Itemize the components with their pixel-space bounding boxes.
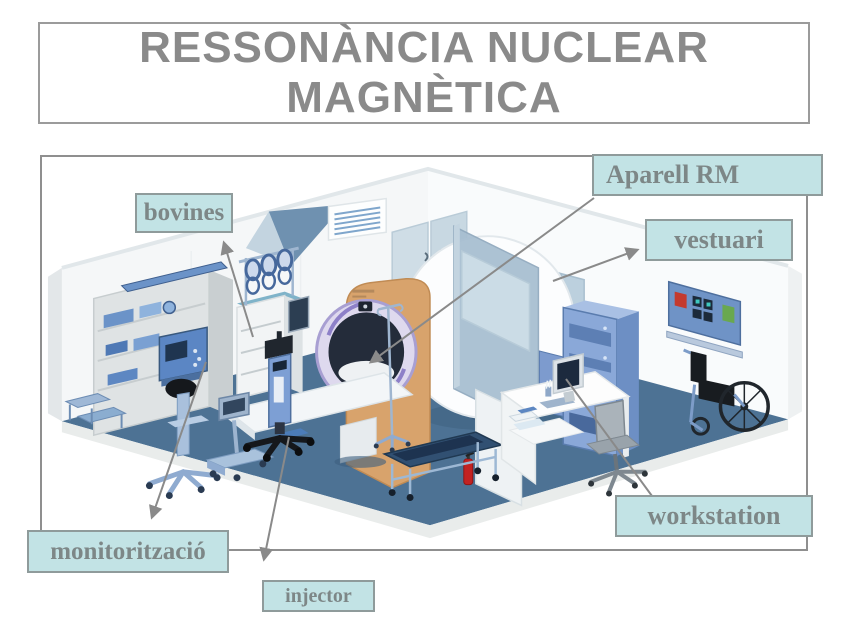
label-monitoritzacio: monitorització [27, 530, 229, 573]
label-workstation: workstation [615, 495, 813, 537]
label-injector: injector [262, 580, 375, 612]
fire-extinguisher [463, 451, 475, 486]
title-line-2: MAGNÈTICA [286, 73, 562, 122]
label-bovines: bovines [135, 193, 233, 233]
label-aparell-rm: Aparell RM [592, 154, 823, 196]
wall-monitor [287, 295, 310, 334]
vent-grille [327, 197, 387, 242]
title-box: RESSONÀNCIA NUCLEAR MAGNÈTICA [38, 22, 810, 124]
image-display-panel [666, 280, 743, 359]
title-line-1: RESSONÀNCIA NUCLEAR [139, 23, 709, 72]
wheelchair [683, 348, 770, 436]
step-stool [64, 393, 127, 429]
pedestal-trolley [205, 391, 275, 482]
label-vestuari: vestuari [645, 219, 793, 261]
stretcher [382, 431, 504, 501]
